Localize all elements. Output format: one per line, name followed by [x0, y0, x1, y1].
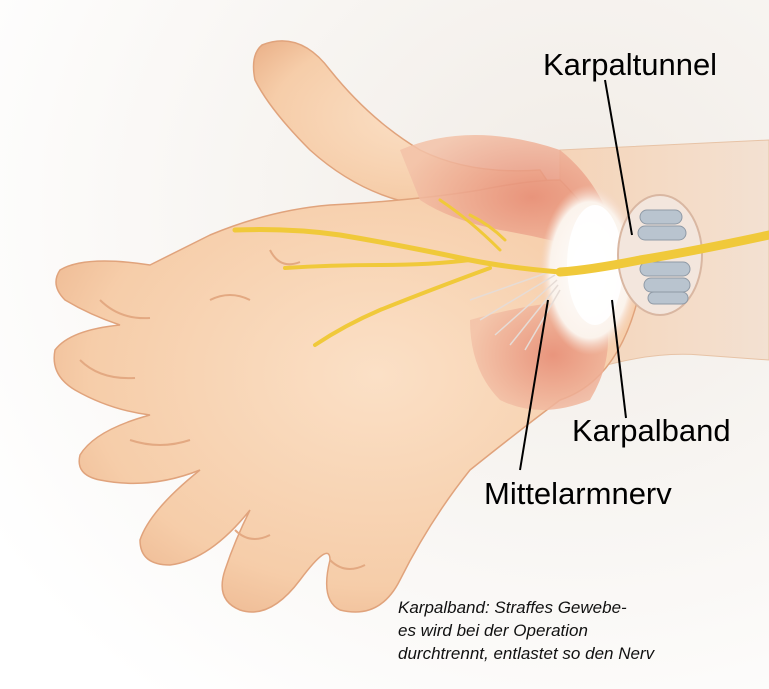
- caption-line: Karpalband: Straffes Gewebe-: [398, 596, 654, 619]
- carpal-tunnel-label: Karpaltunnel: [543, 47, 717, 83]
- caption: Karpalband: Straffes Gewebe- es wird bei…: [398, 596, 654, 665]
- caption-line: es wird bei der Operation: [398, 619, 654, 642]
- caption-line: durchtrennt, entlastet so den Nerv: [398, 642, 654, 665]
- carpal-ligament-label: Karpalband: [572, 413, 731, 449]
- median-nerve-label: Mittelarmnerv: [484, 476, 672, 512]
